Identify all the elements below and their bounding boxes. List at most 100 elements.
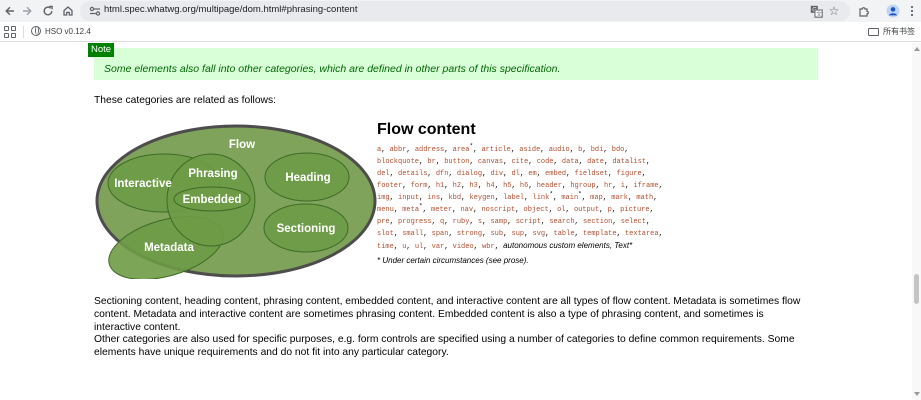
flow-element-link[interactable]: img (377, 194, 390, 202)
flow-element-link[interactable]: picture (620, 206, 650, 214)
flow-element-link[interactable]: bdi (590, 146, 604, 154)
flow-element-link[interactable]: strong (456, 230, 483, 238)
flow-element-link[interactable]: meta (402, 206, 420, 214)
flow-element-link[interactable]: b (578, 146, 583, 154)
flow-element-link[interactable]: canvas (477, 158, 504, 166)
flow-element-link[interactable]: input (398, 194, 420, 202)
flow-element-link[interactable]: a (377, 146, 382, 154)
flow-element-link[interactable]: main (561, 194, 579, 202)
flow-element-link[interactable]: bdo (611, 146, 625, 154)
flow-element-link[interactable]: label (503, 194, 525, 202)
bookmark-item-hso[interactable]: HSO v0.12.4 (31, 26, 91, 36)
flow-element-link[interactable]: noscript (481, 206, 516, 214)
flow-element-link[interactable]: ins (427, 194, 441, 202)
flow-element-link[interactable]: sup (511, 230, 525, 238)
all-bookmarks-button[interactable]: 所有书签 (868, 26, 915, 37)
flow-element-link[interactable]: button (444, 158, 470, 166)
flow-element-link[interactable]: div (490, 170, 504, 178)
translate-icon[interactable]: G文 (808, 3, 824, 19)
address-bar[interactable]: html.spec.whatwg.org/multipage/dom.html#… (80, 1, 850, 21)
profile-icon[interactable] (884, 2, 902, 20)
flow-element-link[interactable]: wbr (482, 243, 495, 251)
flow-element-link[interactable]: menu (377, 206, 394, 214)
flow-element-link[interactable]: hr (603, 182, 613, 190)
reload-icon[interactable] (39, 2, 57, 20)
flow-element-link[interactable]: keygen (469, 194, 495, 202)
flow-element-link[interactable]: aside (519, 146, 541, 154)
flow-element-link[interactable]: u (402, 243, 407, 251)
scrollbar-thumb[interactable] (914, 274, 919, 304)
apps-grid-icon[interactable] (4, 26, 16, 38)
flow-element-link[interactable]: h5 (503, 182, 512, 190)
flow-element-link[interactable]: textarea (624, 230, 659, 238)
flow-element-link[interactable]: slot (377, 230, 394, 238)
flow-element-link[interactable]: link (532, 194, 550, 202)
star-bookmark-icon[interactable]: ☆ (828, 4, 840, 18)
flow-element-link[interactable]: dl (511, 170, 520, 178)
flow-element-link[interactable]: area (452, 146, 470, 154)
site-info-icon[interactable] (88, 4, 102, 18)
flow-element-link[interactable]: br (427, 158, 436, 166)
flow-element-link[interactable]: details (398, 170, 428, 178)
flow-element-link[interactable]: article (481, 146, 511, 154)
flow-element-link[interactable]: meter (431, 206, 453, 214)
flow-element-link[interactable]: output (573, 206, 600, 214)
flow-element-link[interactable]: code (536, 158, 554, 166)
flow-element-link[interactable]: fieldset (574, 170, 609, 178)
scroll-down-arrow-icon[interactable] (914, 392, 920, 396)
flow-element-link[interactable]: script (515, 218, 541, 226)
flow-element-link[interactable]: dialog (456, 170, 483, 178)
scroll-up-arrow-icon[interactable] (914, 47, 920, 51)
flow-element-link[interactable]: progress (398, 218, 432, 226)
flow-element-link[interactable]: hgroup (570, 182, 596, 190)
flow-element-link[interactable]: h4 (486, 182, 495, 190)
extensions-icon[interactable] (855, 2, 873, 20)
flow-element-link[interactable]: address (414, 146, 445, 154)
flow-element-link[interactable]: h1 (435, 182, 445, 190)
vertical-scrollbar[interactable] (912, 43, 921, 400)
flow-element-link[interactable]: pre (377, 218, 390, 226)
flow-element-link[interactable]: header (536, 182, 562, 190)
flow-element-link[interactable]: em (528, 170, 537, 178)
flow-element-link[interactable]: embed (545, 170, 567, 178)
flow-element-link[interactable]: blockquote (377, 158, 420, 166)
flow-element-link[interactable]: kbd (448, 194, 462, 202)
flow-element-link[interactable]: p (607, 206, 612, 214)
flow-element-link[interactable]: sub (490, 230, 504, 238)
home-icon[interactable] (59, 2, 77, 20)
flow-element-link[interactable]: ruby (452, 218, 470, 226)
flow-element-link[interactable]: table (553, 230, 575, 238)
flow-element-link[interactable]: section (582, 218, 613, 226)
flow-element-link[interactable]: samp (490, 218, 508, 226)
flow-element-link[interactable]: search (549, 218, 575, 226)
flow-element-link[interactable]: h6 (519, 182, 529, 190)
forward-arrow-icon[interactable] (18, 2, 36, 20)
flow-element-link[interactable]: h3 (469, 182, 478, 190)
flow-element-link[interactable]: video (452, 243, 474, 251)
url-text[interactable]: html.spec.whatwg.org/multipage/dom.html#… (104, 4, 358, 15)
flow-element-link[interactable]: dfn (435, 170, 449, 178)
flow-element-link[interactable]: form (410, 182, 428, 190)
back-arrow-icon[interactable] (1, 2, 19, 20)
flow-element-link[interactable]: date (587, 158, 604, 166)
flow-element-link[interactable]: template (582, 230, 617, 238)
flow-element-link[interactable]: s (477, 218, 483, 226)
flow-element-link[interactable]: i (620, 182, 625, 190)
flow-element-link[interactable]: ol (557, 206, 566, 214)
flow-element-link[interactable]: data (561, 158, 579, 166)
flow-element-link[interactable]: del (377, 170, 390, 178)
flow-element-link[interactable]: object (523, 206, 549, 214)
flow-element-link[interactable]: iframe (633, 182, 659, 190)
flow-element-link[interactable]: var (431, 243, 445, 251)
flow-element-link[interactable]: q (440, 218, 445, 226)
flow-element-link[interactable]: audio (548, 146, 570, 154)
flow-element-link[interactable]: nav (460, 206, 474, 214)
flow-element-link[interactable]: map (590, 194, 603, 202)
flow-element-link[interactable]: math (636, 194, 654, 202)
flow-element-link[interactable]: datalist (612, 158, 646, 166)
flow-element-link[interactable]: h2 (452, 182, 462, 190)
flow-element-link[interactable]: figure (616, 170, 642, 178)
flow-element-link[interactable]: small (402, 230, 424, 238)
flow-element-link[interactable]: footer (377, 182, 403, 190)
flow-element-link[interactable]: time (377, 243, 394, 251)
